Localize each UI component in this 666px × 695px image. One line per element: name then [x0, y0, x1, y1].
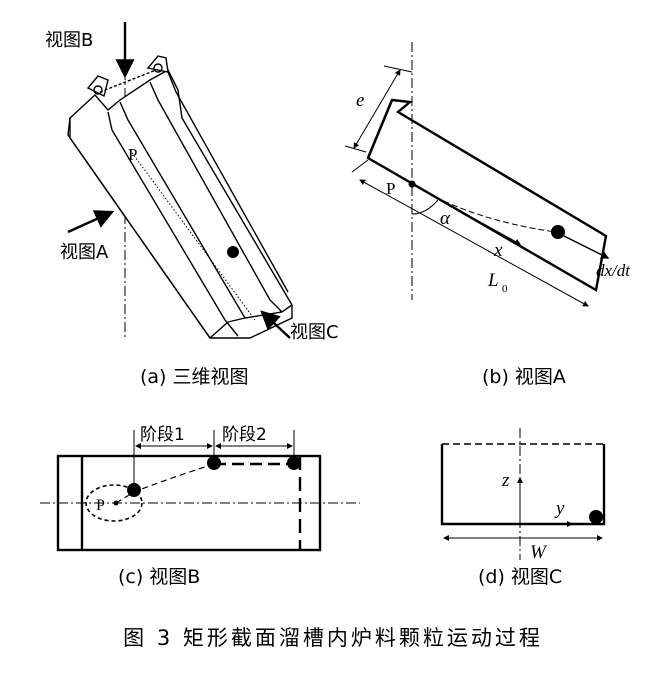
panel-a-particle — [227, 246, 239, 258]
w-label: W — [530, 542, 548, 563]
panel-a-3d-view: 视图B 视图A 视图C P (a) 三维视图 — [45, 22, 339, 388]
l0-dimension-line — [359, 179, 589, 307]
z-label: z — [501, 470, 510, 491]
panel-b-point-p: P — [386, 179, 395, 198]
figure-caption: 图 3 矩形截面溜槽内炉料颗粒运动过程 — [123, 626, 543, 650]
panel-d-particle — [589, 510, 603, 524]
panel-c-particle-mid — [207, 456, 221, 470]
alpha-arc — [411, 199, 439, 215]
e-label: e — [356, 90, 364, 111]
velocity-label: dx/dt — [596, 261, 631, 280]
panel-c-trajectory — [115, 463, 215, 504]
panel-b-particle — [551, 225, 565, 239]
panel-d-caption: (d) 视图C — [478, 566, 562, 588]
panel-a-trajectory — [129, 149, 256, 321]
e-dimension-line — [353, 69, 401, 149]
panel-c-chute — [56, 454, 322, 552]
panel-b-view-a: e P α x L 0 dx/dt (b) 视图A — [344, 42, 631, 388]
x-axis-arrow — [411, 183, 521, 245]
panel-b-caption: (b) 视图A — [482, 366, 566, 388]
y-label: y — [554, 498, 565, 519]
panel-d-view-c: z y W (d) 视图C — [440, 428, 606, 588]
alpha-label: α — [440, 208, 451, 229]
panel-c-caption: (c) 视图B — [118, 566, 200, 588]
l-subscript: 0 — [502, 283, 508, 295]
view-a-label: 视图A — [60, 242, 109, 263]
l-label: L — [487, 270, 499, 291]
stage2-label: 阶段2 — [222, 425, 267, 445]
panel-d-chute — [440, 444, 606, 526]
view-c-arrow — [260, 310, 291, 339]
velocity-arrow — [563, 235, 610, 259]
stage1-label: 阶段1 — [140, 425, 185, 445]
start-zone-ellipse — [85, 484, 143, 522]
view-a-arrow — [67, 210, 115, 234]
x-label: x — [493, 240, 503, 261]
panel-c-particle-end — [287, 456, 301, 470]
view-c-label: 视图C — [290, 322, 339, 343]
panel-a-caption: (a) 三维视图 — [140, 366, 249, 388]
panel-c-view-b: 阶段1 阶段2 P (c) 视图B — [40, 425, 360, 588]
view-b-label: 视图B — [45, 30, 93, 51]
panel-b-chute — [366, 98, 608, 292]
chute-body — [67, 55, 293, 339]
panel-c-point-p: P — [96, 497, 105, 514]
panel-c-particle-start — [127, 483, 141, 497]
panel-a-point-p: P — [128, 145, 137, 164]
